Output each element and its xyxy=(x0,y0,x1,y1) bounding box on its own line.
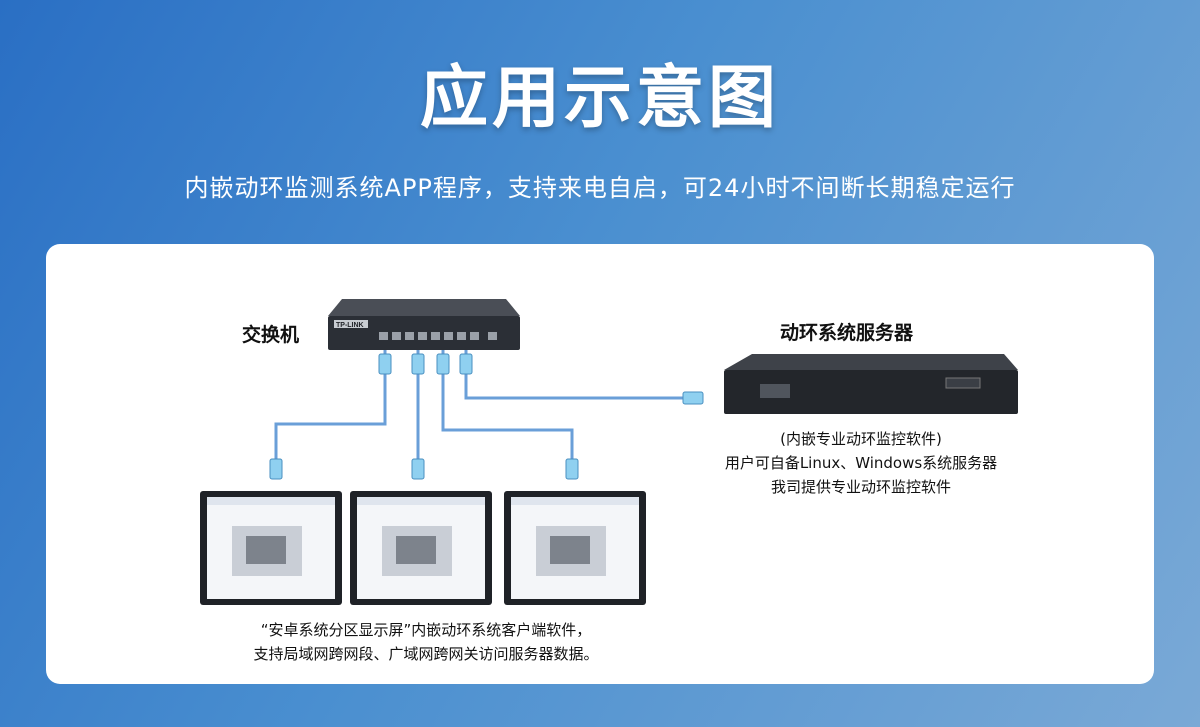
terminal-desc-line: 支持局域网跨网段、广域网跨网关访问服务器数据。 xyxy=(253,645,599,663)
diagram-panel: TP-LINK 交换机 动环系统服务器 (内嵌专业动环监控软件) 用户可自备Li… xyxy=(46,244,1154,684)
cable-display-left xyxy=(274,344,387,459)
switch-brand-logo: TP-LINK xyxy=(336,322,364,329)
rj45-connector xyxy=(269,458,283,480)
rj45-connector xyxy=(459,353,473,375)
server-desc-line: 我司提供专业动环监控软件 xyxy=(770,478,951,496)
network-switch xyxy=(328,299,520,350)
display-terminal xyxy=(350,491,492,605)
server-desc-line: (内嵌专业动环监控软件) xyxy=(780,430,942,448)
rj45-connector xyxy=(682,391,704,405)
server-rack xyxy=(724,354,1018,414)
rj45-connector xyxy=(378,353,392,375)
cables xyxy=(274,344,683,459)
rj45-connector xyxy=(411,458,425,480)
rj45-connector xyxy=(411,353,425,375)
display-terminal xyxy=(504,491,646,605)
rj45-connector xyxy=(565,458,579,480)
switch-label: 交换机 xyxy=(242,324,300,346)
display-terminals xyxy=(200,491,646,605)
server-label: 动环系统服务器 xyxy=(780,322,914,344)
connectors xyxy=(269,353,704,480)
cable-server xyxy=(464,344,683,400)
cable-display-right xyxy=(441,344,574,459)
page-subtitle: 内嵌动环监测系统APP程序，支持来电自启，可24小时不间断长期稳定运行 xyxy=(184,174,1016,202)
terminal-desc-line: “安卓系统分区显示屏”内嵌动环系统客户端软件， xyxy=(260,621,592,639)
display-terminal xyxy=(200,491,342,605)
page-title: 应用示意图 xyxy=(419,59,780,138)
server-description: (内嵌专业动环监控软件) 用户可自备Linux、Windows系统服务器 我司提… xyxy=(686,427,1036,499)
rj45-connector xyxy=(436,353,450,375)
server-desc-line: 用户可自备Linux、Windows系统服务器 xyxy=(724,454,998,472)
terminal-description: “安卓系统分区显示屏”内嵌动环系统客户端软件， 支持局域网跨网段、广域网跨网关访… xyxy=(186,618,666,666)
network-diagram: TP-LINK xyxy=(200,299,1018,605)
